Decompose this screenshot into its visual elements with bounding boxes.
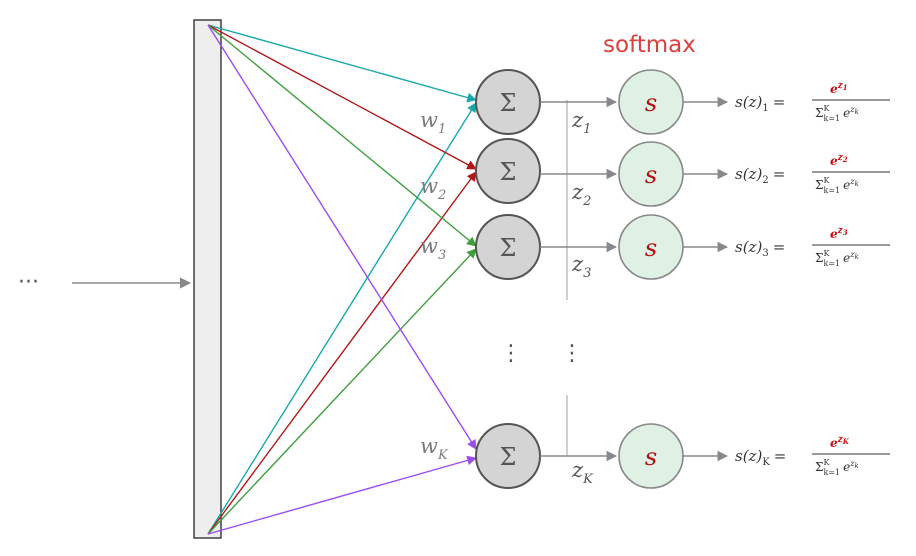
weight-label-w2: w2	[420, 174, 446, 203]
output-formula-k: s(z)K=	[735, 447, 786, 468]
z-label-3: z3	[571, 252, 591, 281]
connection-top-to-node1	[207, 24, 477, 103]
connection-top-to-node3	[207, 24, 477, 247]
sum-symbol-k: Σ	[500, 443, 517, 471]
softmax-symbol-2: s	[645, 161, 657, 189]
vertical-ellipsis-sum: ⋮	[500, 341, 522, 366]
z-label-2: z2	[571, 180, 591, 209]
weight-connections	[207, 24, 477, 535]
numerator-k: ezK	[830, 435, 850, 450]
sum-symbol-3: Σ	[500, 234, 517, 262]
numerator-2: ez2	[830, 153, 848, 168]
softmax-symbol-3: s	[645, 234, 657, 262]
connection-top-to-node2	[207, 24, 477, 170]
softmax-symbol-1: s	[645, 89, 657, 117]
z-label-k: zK	[571, 458, 594, 487]
vertical-ellipsis-z: ⋮	[561, 341, 583, 366]
output-formula-1: s(z)1=	[735, 93, 785, 114]
weight-label-w1: w1	[420, 108, 446, 137]
input-ellipsis: ···	[18, 270, 39, 295]
weight-label-wK: wK	[420, 434, 449, 463]
output-formula-3: s(z)3=	[735, 238, 785, 259]
connection-bottom-to-node1	[207, 102, 477, 535]
sum-symbol-1: Σ	[500, 89, 517, 117]
connection-bottom-to-nodeK	[207, 455, 477, 535]
weight-label-w3: w3	[420, 234, 446, 263]
numerator-3: ez3	[830, 226, 848, 241]
sum-symbol-2: Σ	[500, 158, 517, 186]
numerator-1: ez1	[830, 81, 848, 96]
z-label-1: z1	[571, 108, 591, 137]
sum-node-2	[475, 138, 541, 204]
connection-bottom-to-node3	[207, 248, 477, 535]
connection-top-to-nodeK	[207, 24, 477, 450]
softmax-symbol-k: s	[645, 443, 657, 471]
connection-bottom-to-node2	[207, 171, 477, 535]
input-layer-bar	[193, 19, 222, 539]
softmax-title: softmax	[603, 32, 696, 58]
output-formula-2: s(z)2=	[735, 165, 785, 186]
